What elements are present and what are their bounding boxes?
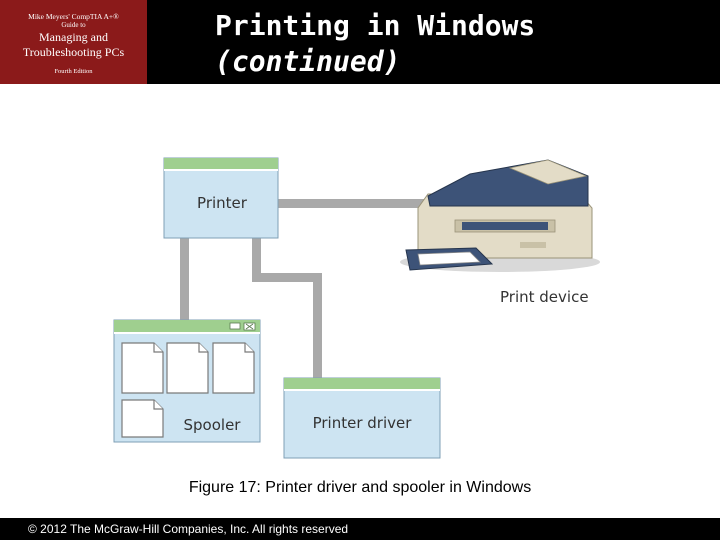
book-guide: Guide to (61, 21, 86, 29)
spooler-window-label: Spooler (184, 416, 242, 434)
minimize-icon (229, 322, 241, 330)
book-title: Managing and Troubleshooting PCs (0, 30, 147, 60)
book-title-line2: Troubleshooting PCs (22, 45, 125, 59)
spooled-document-icons (121, 342, 255, 438)
book-series: Mike Meyers' CompTIA A+® (28, 12, 119, 21)
printer-window: Printer (163, 157, 279, 239)
print-device-label: Print device (500, 288, 589, 306)
slide-subtitle: (continued) (215, 45, 401, 78)
printing-diagram: Printer Spooler Printer driver (113, 157, 600, 459)
connector-lines (180, 199, 425, 381)
book-title-line1: Managing and (39, 30, 108, 44)
printer-window-label: Printer (197, 194, 248, 212)
printer-driver-window: Printer driver (283, 377, 441, 459)
book-edition: Fourth Edition (54, 68, 93, 75)
spooler-window: Spooler (113, 319, 261, 443)
figure-caption: Figure 17: Printer driver and spooler in… (188, 479, 532, 496)
footer-bar (0, 518, 720, 540)
close-icon (243, 322, 256, 331)
slide-title: Printing in Windows (215, 9, 536, 42)
printer-driver-window-label: Printer driver (313, 414, 413, 432)
copyright-text: © 2012 The McGraw-Hill Companies, Inc. A… (28, 522, 349, 536)
book-title-block: Mike Meyers' CompTIA A+® Guide to Managi… (0, 0, 147, 84)
printer-icon (400, 159, 600, 272)
